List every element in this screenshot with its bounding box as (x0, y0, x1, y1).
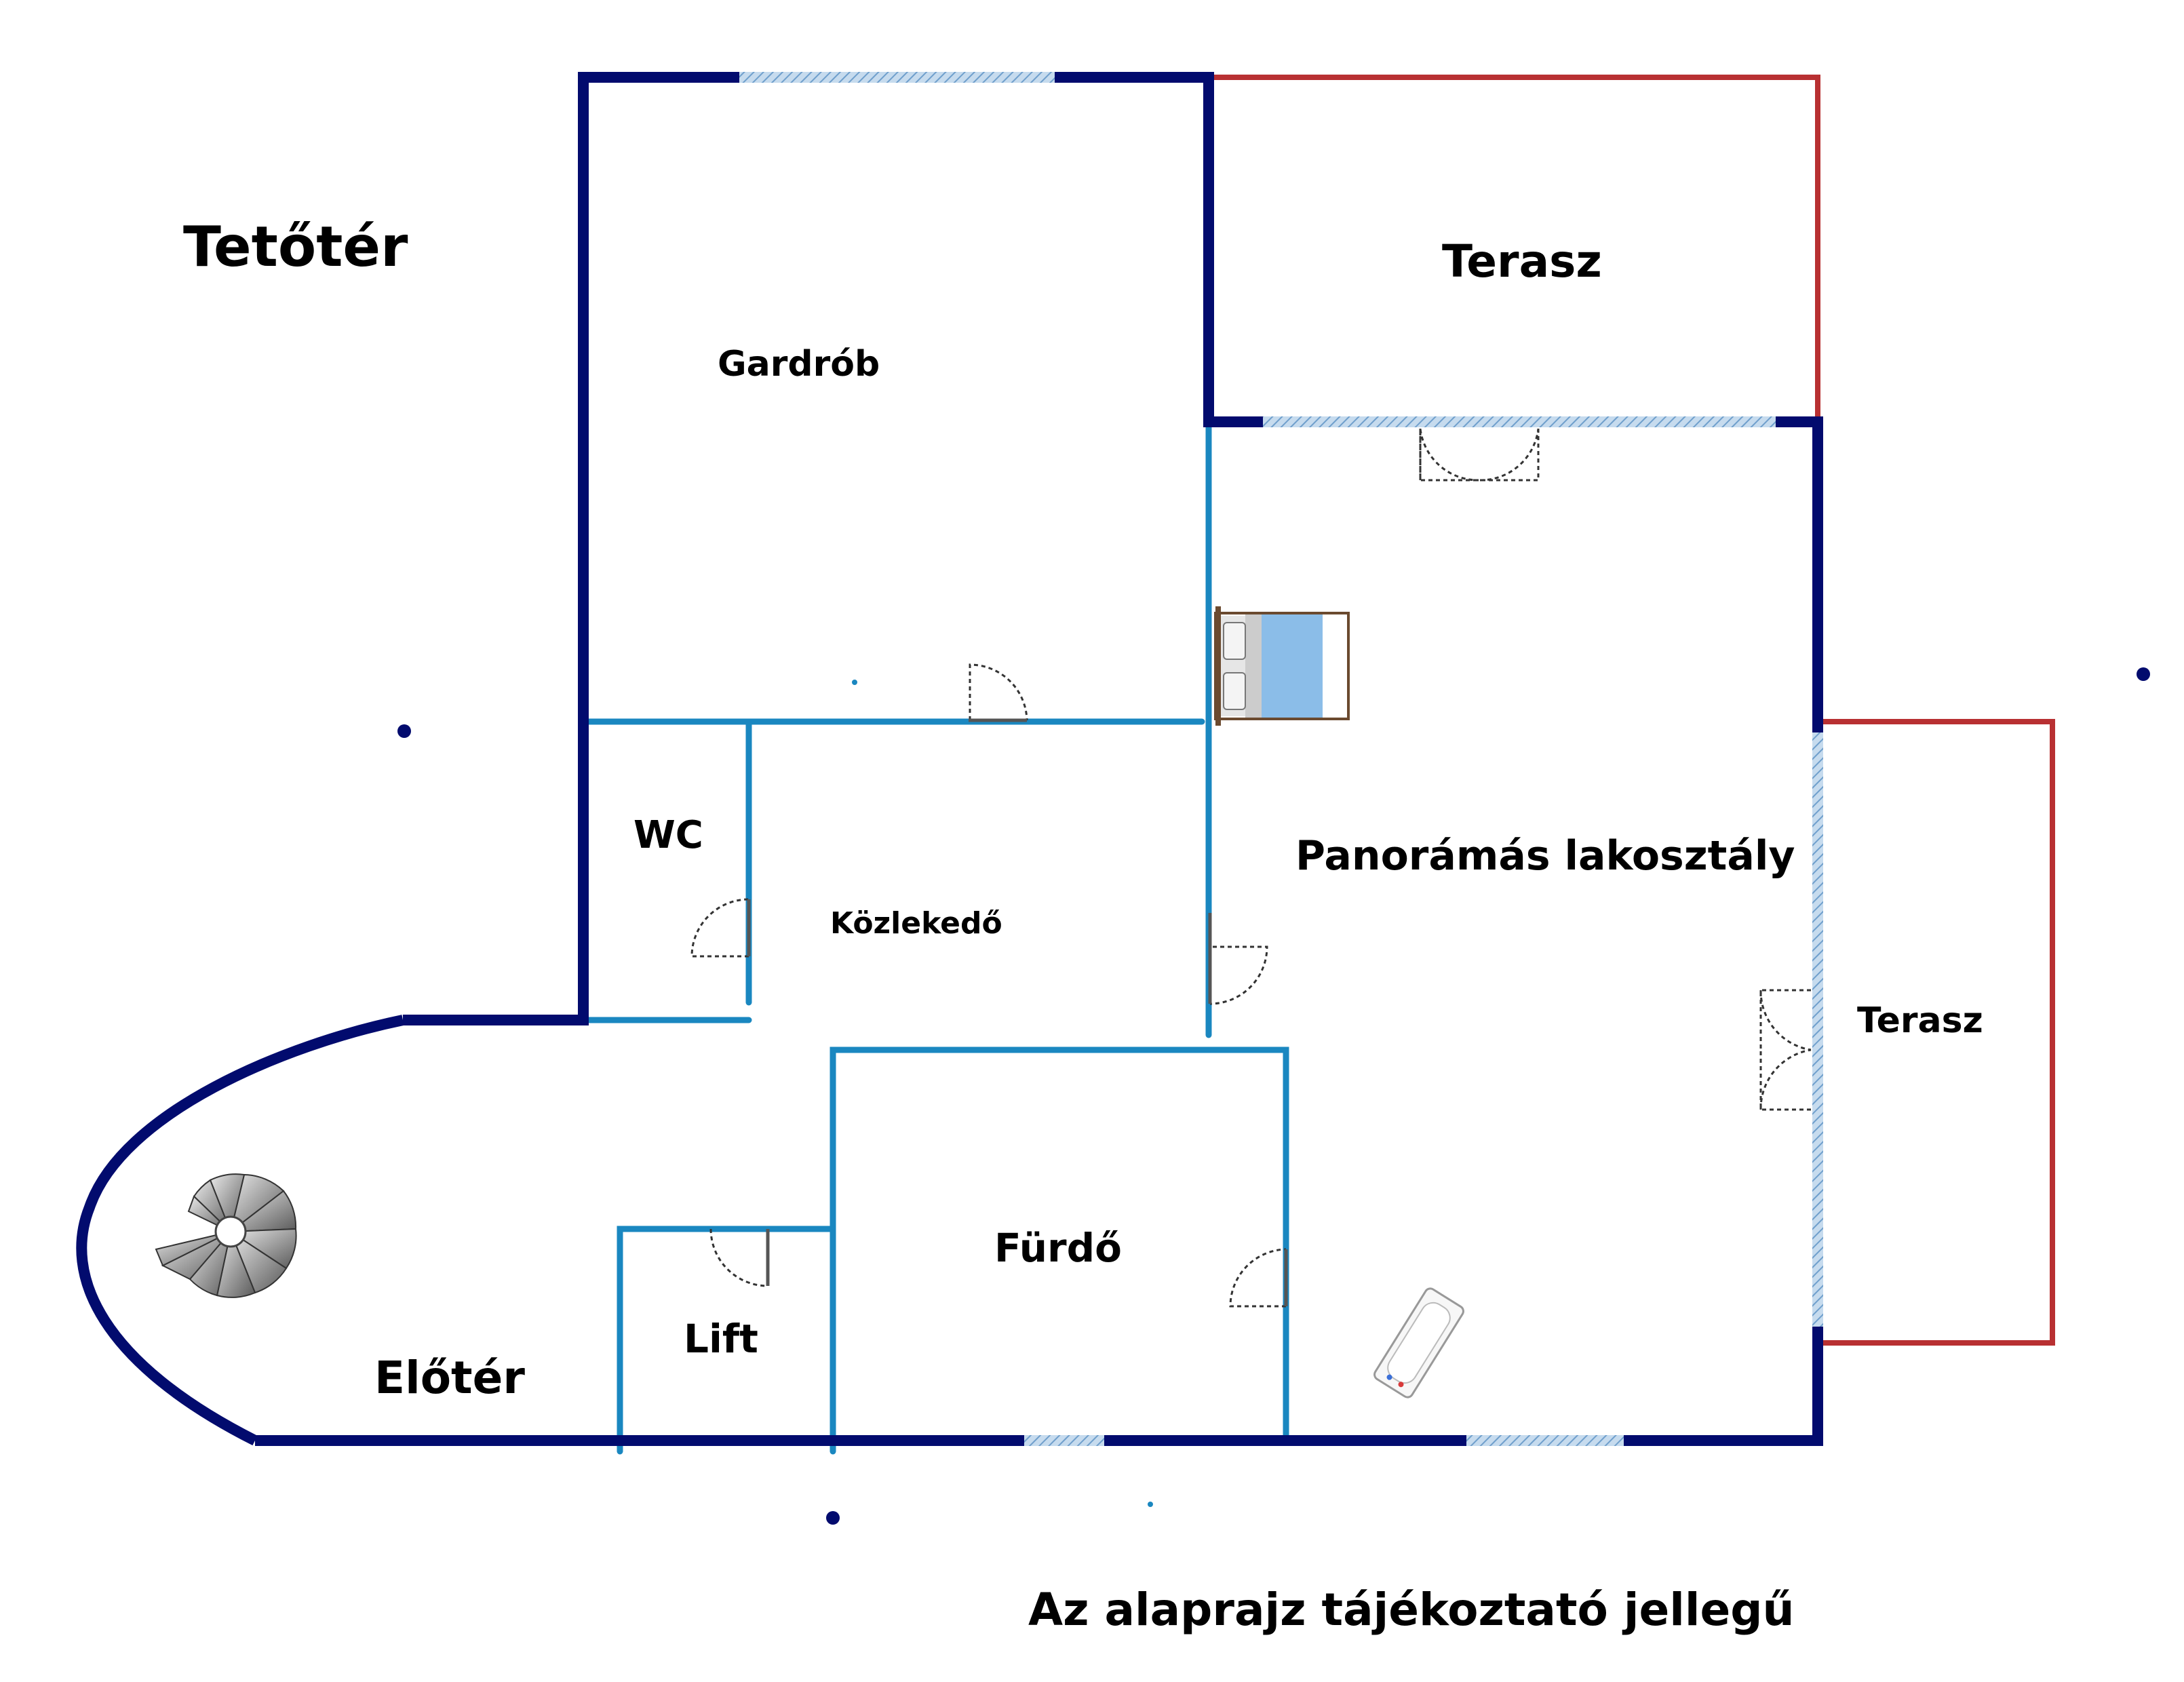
room-label-gardrob: Gardrób (718, 344, 880, 385)
windows (739, 72, 1823, 1446)
terrace-walls (1211, 75, 2055, 1346)
room-label-panoramas: Panorámás lakosztály (1295, 832, 1795, 880)
marker-dots (397, 667, 2150, 1525)
window-bottom-left (1024, 1435, 1104, 1446)
page-title: Tetőtér (183, 215, 408, 279)
room-label-terasz-right: Terasz (1857, 1000, 1983, 1041)
inner-walls (581, 424, 1289, 1455)
room-label-furdo: Fürdő (994, 1225, 1122, 1271)
room-label-lift: Lift (684, 1316, 758, 1362)
window-panoramic-right (1812, 732, 1823, 1327)
bed-icon (1214, 606, 1350, 726)
window-panoramic-top (1263, 416, 1776, 427)
outer-walls (76, 72, 1823, 1446)
bathtub-icon (1373, 1287, 1464, 1399)
footer-note: Az alaprajz tájékoztató jellegű (1028, 1584, 1794, 1636)
window-gardrob (739, 72, 1055, 83)
room-label-terasz-top: Terasz (1442, 235, 1602, 288)
window-bottom-right (1466, 1435, 1624, 1446)
spiral-staircase-icon (155, 1173, 297, 1298)
room-label-wc: WC (633, 813, 703, 857)
room-label-kozlekedo: Közlekedő (830, 906, 1002, 941)
room-label-eloter: Előtér (374, 1352, 525, 1404)
door-jambs (747, 718, 1288, 1306)
